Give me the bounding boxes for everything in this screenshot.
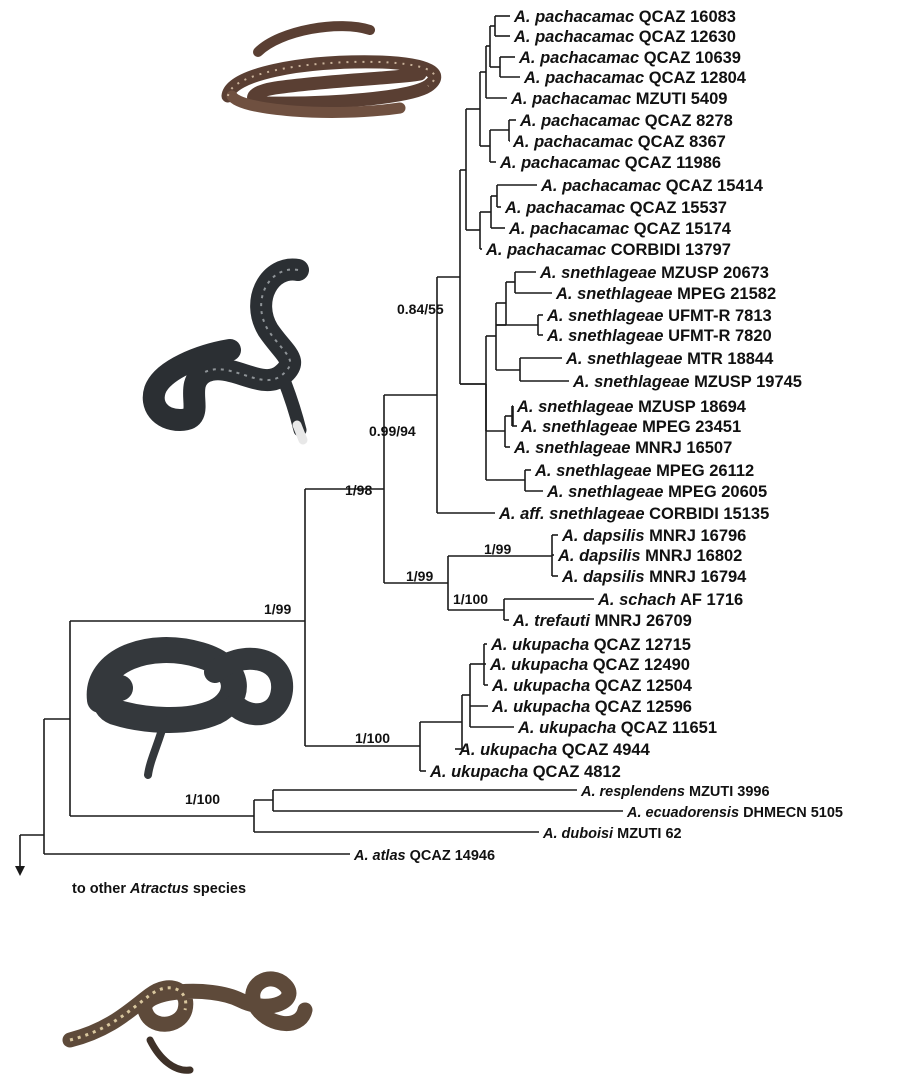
tip-label: A. pachacamac QCAZ 12630 xyxy=(513,28,736,46)
tip-label: A. snethlageae MPEG 20605 xyxy=(546,483,767,501)
tip-label: A. dapsilis MNRJ 16794 xyxy=(561,568,747,586)
tip-label: A. ukupacha QCAZ 12715 xyxy=(490,636,691,654)
tip-label: A. ukupacha QCAZ 11651 xyxy=(517,719,717,737)
tip-label: A. snethlageae MPEG 26112 xyxy=(534,462,754,480)
tip-label: A. snethlageae MNRJ 16507 xyxy=(513,439,732,457)
tip-label: A. snethlageae MPEG 21582 xyxy=(555,285,776,303)
tip-label: A. pachacamac QCAZ 8278 xyxy=(519,112,733,130)
tip-label: A. pachacamac QCAZ 12804 xyxy=(523,69,747,87)
tip-label: A. pachacamac QCAZ 15414 xyxy=(540,177,764,195)
tip-label: A. trefauti MNRJ 26709 xyxy=(512,612,692,630)
outgroup-note: to other Atractus species xyxy=(72,881,246,897)
tip-label: A. snethlageae MTR 18844 xyxy=(565,350,774,368)
tip-label: A. snethlageae MZUSP 20673 xyxy=(539,264,769,282)
tip-labels: A. pachacamac QCAZ 16083 A. pachacamac Q… xyxy=(353,8,843,864)
snake-photo-bottom xyxy=(70,979,305,1070)
tip-label: A. pachacamac QCAZ 10639 xyxy=(518,49,741,67)
tip-label: A. pachacamac QCAZ 11986 xyxy=(499,154,721,172)
tip-label: A. pachacamac QCAZ 8367 xyxy=(512,133,726,151)
tip-label: A. snethlageae MZUSP 19745 xyxy=(572,373,802,391)
tip-label: A. ukupacha QCAZ 4812 xyxy=(429,763,621,781)
tip-label: A. ukupacha QCAZ 12490 xyxy=(489,656,690,674)
tip-label: A. dapsilis MNRJ 16802 xyxy=(557,547,742,565)
snake-photo-2 xyxy=(154,270,303,440)
support-value: 1/99 xyxy=(264,601,291,617)
tip-label: A. schach AF 1716 xyxy=(597,591,743,609)
tip-label: A. duboisi MZUTI 62 xyxy=(542,826,682,842)
snake-photo-top xyxy=(228,26,435,112)
support-value: 1/98 xyxy=(345,482,372,498)
tip-label: A. atlas QCAZ 14946 xyxy=(353,848,495,864)
support-value: 1/99 xyxy=(406,568,433,584)
tip-label: A. snethlageae MZUSP 18694 xyxy=(516,398,747,416)
support-value: 1/100 xyxy=(355,730,390,746)
tip-label: A. snethlageae MPEG 23451 xyxy=(520,418,741,436)
tip-label: A. snethlageae UFMT-R 7820 xyxy=(546,327,772,345)
tip-label: A. aff. snethlageae CORBIDI 15135 xyxy=(498,505,769,523)
tip-label: A. ukupacha QCAZ 12596 xyxy=(491,698,692,716)
support-value: 0.99/94 xyxy=(369,423,416,439)
support-value: 1/100 xyxy=(453,591,488,607)
support-value: 0.84/55 xyxy=(397,301,444,317)
support-value: 1/99 xyxy=(484,541,511,557)
tip-label: A. pachacamac MZUTI 5409 xyxy=(510,90,727,108)
tip-label: A. ecuadorensis DHMECN 5105 xyxy=(626,805,843,821)
tip-label: A. resplendens MZUTI 3996 xyxy=(580,784,770,800)
tip-label: A. pachacamac QCAZ 16083 xyxy=(513,8,736,26)
tip-label: A. snethlageae UFMT-R 7813 xyxy=(546,307,772,325)
tip-label: A. pachacamac QCAZ 15174 xyxy=(508,220,732,238)
support-value: 1/100 xyxy=(185,791,220,807)
tip-label: A. pachacamac QCAZ 15537 xyxy=(504,199,727,217)
tip-label: A. ukupacha QCAZ 4944 xyxy=(458,741,651,759)
tip-label: A. pachacamac CORBIDI 13797 xyxy=(485,241,731,259)
tip-label: A. ukupacha QCAZ 12504 xyxy=(491,677,693,695)
outgroup-arrow xyxy=(15,835,25,876)
tip-label: A. dapsilis MNRJ 16796 xyxy=(561,527,746,545)
snake-photo-3 xyxy=(100,650,282,775)
